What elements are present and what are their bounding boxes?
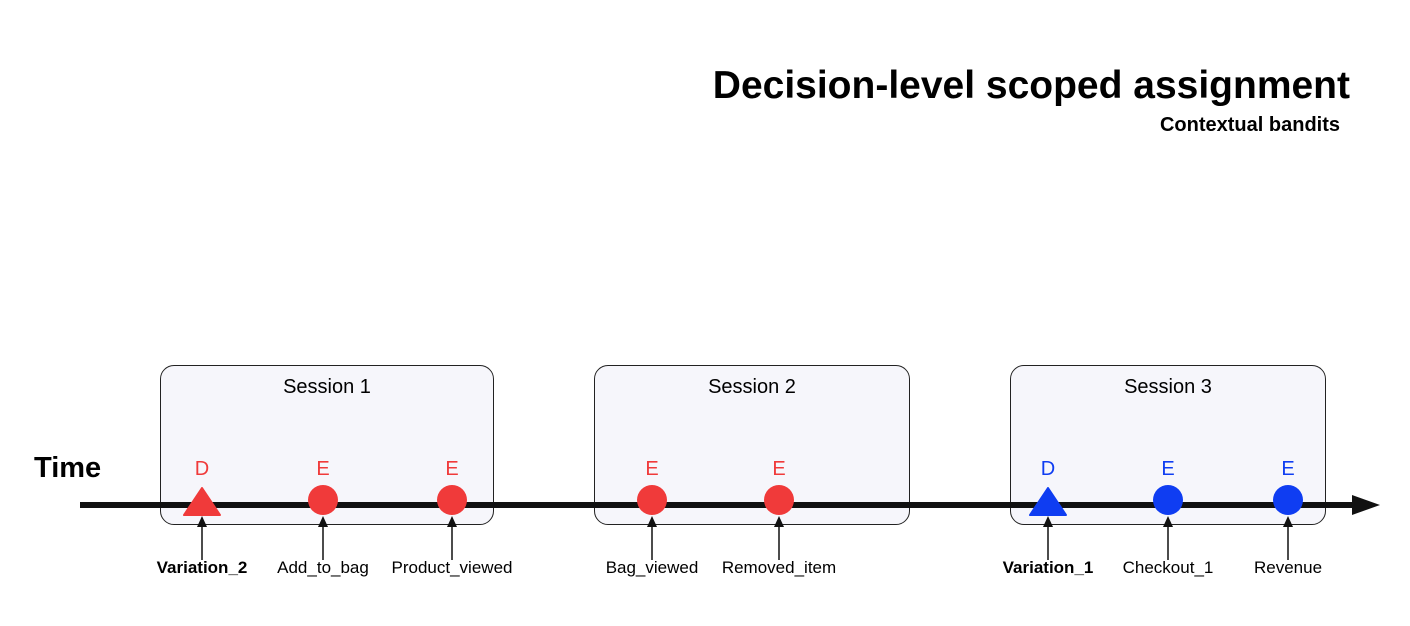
diagram-title: Decision-level scoped assignment [712,64,1350,107]
diagram-subtitle: Contextual bandits [1159,114,1340,136]
marker-letter: E [1161,458,1175,480]
event-label: Variation_2 [156,558,248,577]
pointer-arrowhead [1043,516,1053,527]
marker-letter: D [194,458,210,480]
session-title: Session 1 [283,376,371,398]
pointer-arrowhead [774,516,784,527]
event-label: Add_to_bag [277,558,369,577]
time-axis-label: Time [34,452,102,484]
event-label: Removed_item [721,558,837,577]
event-circle-marker [1273,485,1303,515]
marker-layer [183,485,1303,560]
pointer-arrowhead [1283,516,1293,527]
marker-letter: E [445,458,459,480]
event-circle-marker [764,485,794,515]
event-label: Checkout_1 [1122,558,1214,577]
marker-letter: E [316,458,330,480]
event-label: Revenue [1253,558,1323,577]
event-circle-marker [1153,485,1183,515]
pointer-arrowhead [1163,516,1173,527]
event-circle-marker [308,485,338,515]
marker-letter: E [1281,458,1295,480]
event-circle-marker [637,485,667,515]
session-title: Session 2 [708,376,796,398]
decision-triangle-marker [183,487,221,516]
marker-letter: E [645,458,659,480]
time-axis-arrowhead [1352,495,1380,515]
pointer-arrowhead [647,516,657,527]
event-label: Product_viewed [391,558,513,577]
marker-letter: D [1040,458,1056,480]
pointer-arrowhead [197,516,207,527]
event-label: Variation_1 [1002,558,1094,577]
pointer-arrowhead [318,516,328,527]
marker-letter: E [772,458,786,480]
event-circle-marker [437,485,467,515]
pointer-arrowhead [447,516,457,527]
session-title: Session 3 [1124,376,1212,398]
event-label: Bag_viewed [605,558,699,577]
decision-triangle-marker [1029,487,1067,516]
